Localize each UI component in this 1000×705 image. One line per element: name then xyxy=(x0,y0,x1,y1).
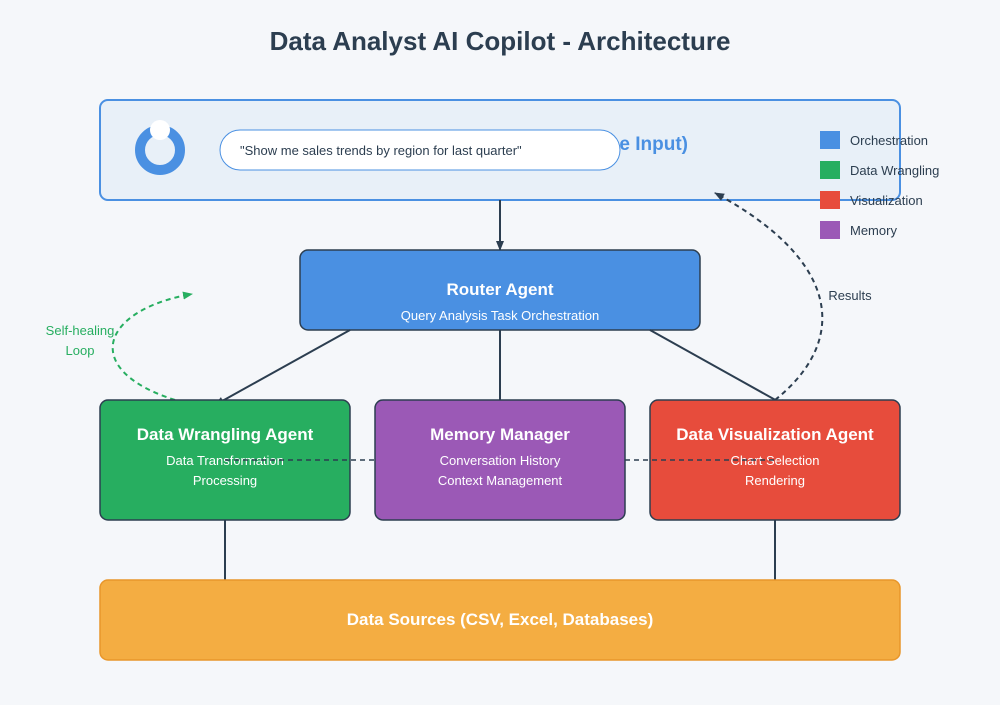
input-panel-label: e Input) xyxy=(619,134,688,155)
router-agent-title: Router Agent xyxy=(446,280,553,299)
legend-label-visualization: Visualization xyxy=(850,193,923,208)
arrow-router-to-wrangling xyxy=(214,329,351,406)
legend-swatch-visualization xyxy=(820,191,840,209)
query-input[interactable] xyxy=(219,129,621,171)
memory-manager-title: Memory Manager xyxy=(430,425,570,444)
page-title: Data Analyst AI Copilot - Architecture xyxy=(270,26,731,56)
legend: Orchestration Data Wrangling Visualizati… xyxy=(820,131,939,239)
arrow-router-to-visualization xyxy=(649,329,789,408)
user-icon xyxy=(135,120,185,175)
self-healing-label-2: Loop xyxy=(66,343,95,358)
legend-label-data-wrangling: Data Wrangling xyxy=(850,163,939,178)
self-healing-loop-arrow xyxy=(111,291,193,401)
memory-manager-line1: Conversation History xyxy=(440,453,561,468)
data-visualization-agent-title: Data Visualization Agent xyxy=(676,425,874,444)
data-sources-box xyxy=(99,579,901,661)
legend-label-memory: Memory xyxy=(850,223,897,238)
legend-swatch-orchestration xyxy=(820,131,840,149)
legend-swatch-memory xyxy=(820,221,840,239)
legend-label-orchestration: Orchestration xyxy=(850,133,928,148)
data-visualization-agent-line2: Rendering xyxy=(745,473,805,488)
data-visualization-agent-line1: Chart Selection xyxy=(731,453,820,468)
data-wrangling-agent-title: Data Wrangling Agent xyxy=(137,425,314,444)
results-label: Results xyxy=(828,288,872,303)
router-agent-subtitle: Query Analysis Task Orchestration xyxy=(401,308,599,323)
data-wrangling-agent-line2: Processing xyxy=(193,473,257,488)
query-text: "Show me sales trends by region for last… xyxy=(240,143,522,158)
data-sources-label: Data Sources (CSV, Excel, Databases) xyxy=(347,610,653,629)
self-healing-label-1: Self-healing xyxy=(46,323,115,338)
results-arrow xyxy=(714,192,824,401)
memory-manager-line2: Context Management xyxy=(438,473,563,488)
legend-swatch-data-wrangling xyxy=(820,161,840,179)
